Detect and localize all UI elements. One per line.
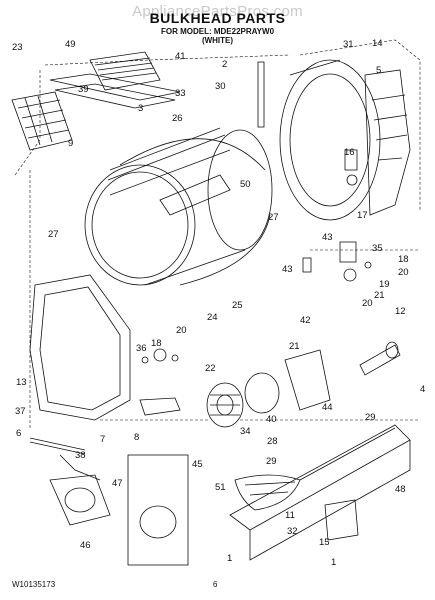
callout-47: 47 (112, 478, 123, 489)
harness-box-part (127, 454, 189, 566)
callout-18: 18 (398, 254, 409, 265)
watermark: AppliancePartsPros.com (132, 3, 303, 20)
callout-28: 28 (267, 436, 278, 447)
color-line: (WHITE) (201, 36, 234, 45)
callout-29: 29 (365, 412, 376, 423)
callout-20: 20 (362, 298, 373, 309)
callout-35: 35 (372, 243, 383, 254)
callout-3: 3 (138, 103, 143, 114)
callout-25: 25 (232, 300, 243, 311)
callout-12: 12 (395, 306, 406, 317)
drum-part (84, 127, 273, 286)
mount-plate-part (324, 499, 359, 541)
callout-13: 13 (16, 377, 27, 388)
callout-34: 34 (240, 426, 251, 437)
callout-20: 20 (398, 267, 409, 278)
duct-part (49, 474, 111, 526)
callout-49: 49 (65, 39, 76, 50)
callout-21: 21 (289, 341, 300, 352)
callout-37: 37 (15, 406, 26, 417)
callout-38: 38 (75, 450, 86, 461)
callout-43: 43 (322, 232, 333, 243)
callout-29: 29 (266, 456, 277, 467)
callout-6: 6 (16, 428, 21, 439)
callout-46: 46 (80, 540, 91, 551)
callout-9: 9 (68, 138, 73, 149)
clip-part (29, 437, 86, 455)
grille-cover-part (89, 51, 161, 91)
callout-2: 2 (222, 59, 227, 70)
callout-15: 15 (319, 537, 330, 548)
callout-44: 44 (322, 402, 333, 413)
callout-24: 24 (207, 312, 218, 323)
heater-coil-part (234, 474, 301, 511)
callout-23: 23 (12, 42, 23, 53)
callout-14: 14 (372, 38, 383, 49)
callout-43: 43 (282, 264, 293, 275)
callout-41: 41 (175, 51, 186, 62)
lint-rail-part (49, 73, 181, 109)
heater-housing-part (229, 424, 411, 561)
callout-33: 33 (175, 88, 186, 99)
vent-panel-part (364, 69, 411, 216)
callout-20: 20 (176, 325, 187, 336)
callout-1: 1 (227, 553, 232, 564)
callout-7: 7 (100, 434, 105, 445)
callout-42: 42 (300, 315, 311, 326)
callout-8: 8 (134, 432, 139, 443)
callout-26: 26 (172, 113, 183, 124)
callout-17: 17 (357, 210, 368, 221)
callout-36: 36 (136, 343, 147, 354)
callout-16: 16 (344, 147, 355, 158)
callout-31: 31 (343, 39, 354, 50)
callout-40: 40 (266, 414, 277, 425)
cable-part (59, 454, 101, 481)
doc-number: W10135173 (12, 580, 56, 589)
callout-50: 50 (240, 179, 251, 190)
callout-4: 4 (420, 384, 425, 395)
lint-screen-part (11, 91, 73, 151)
callout-39: 39 (78, 84, 89, 95)
callout-11: 11 (285, 510, 295, 521)
callout-27: 27 (48, 229, 59, 240)
page-number: 6 (213, 580, 218, 589)
sensor-parts (141, 241, 372, 364)
callout-18: 18 (151, 338, 162, 349)
front-bulkhead-part (29, 274, 131, 421)
callout-1: 1 (331, 557, 336, 568)
seal-strip-part (257, 61, 265, 128)
callout-32: 32 (287, 526, 298, 537)
callout-30: 30 (215, 81, 226, 92)
callout-22: 22 (205, 363, 216, 374)
assembly-guides (14, 39, 421, 430)
diagram-title: BULKHEAD PARTS (149, 10, 286, 26)
callout-27: 27 (268, 212, 279, 223)
blower-assembly-part (206, 341, 401, 428)
callout-51: 51 (215, 482, 226, 493)
rear-bulkhead-part (279, 59, 381, 221)
callout-21: 21 (374, 290, 385, 301)
callout-48: 48 (395, 484, 406, 495)
callout-19: 19 (379, 279, 390, 290)
bracket-part (139, 397, 181, 416)
callout-5: 5 (376, 65, 381, 76)
callout-45: 45 (192, 459, 203, 470)
model-line: FOR MODEL: MDE22PRAYW0 (160, 27, 275, 36)
